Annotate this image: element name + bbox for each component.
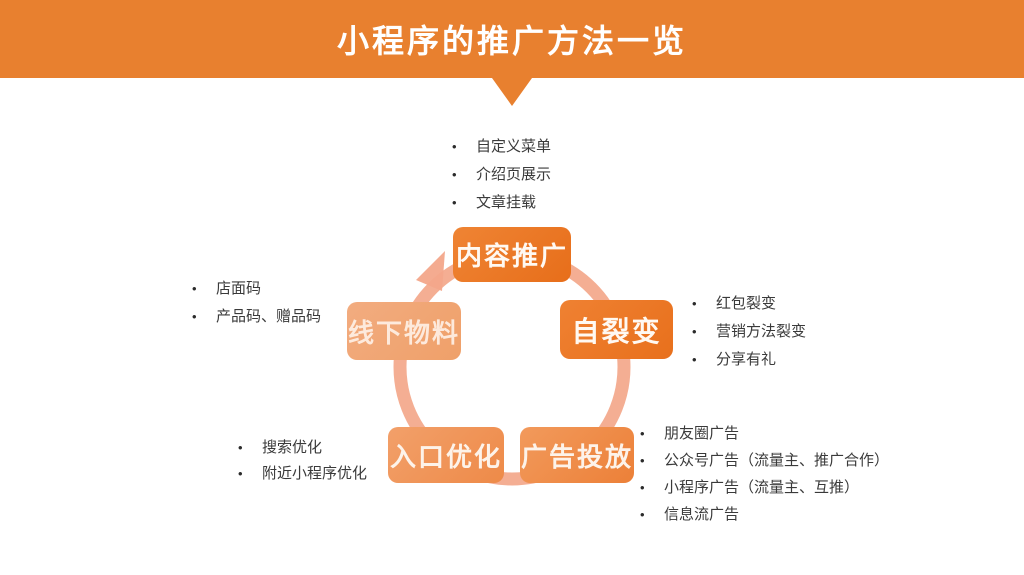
node-ad-placement: 广告投放 bbox=[520, 427, 634, 483]
bullet-dot-icon: • bbox=[192, 281, 197, 296]
node-entry-optimization: 入口优化 bbox=[388, 427, 504, 483]
list-item: • 小程序广告（流量主、互推） bbox=[640, 479, 860, 496]
bullet-dot-icon: • bbox=[452, 195, 457, 210]
list-content-promotion: • 自定义菜单 • 介绍页展示 • 文章挂载 bbox=[452, 135, 551, 219]
bullet-dot-icon: • bbox=[238, 440, 243, 455]
list-item: • 朋友圈广告 bbox=[640, 425, 740, 442]
list-item: • 产品码、赠品码 bbox=[192, 308, 322, 325]
node-label: 内容推广 bbox=[455, 241, 568, 271]
bullet-dot-icon: • bbox=[452, 167, 457, 182]
bullet-dot-icon: • bbox=[640, 507, 645, 522]
bullet-dot-icon: • bbox=[192, 309, 197, 324]
bullet-dot-icon: • bbox=[692, 324, 697, 339]
list-item: • 介绍页展示 bbox=[452, 166, 552, 183]
list-item: • 信息流广告 bbox=[640, 506, 740, 523]
node-label: 线下物料 bbox=[347, 317, 460, 348]
list-entry-optimization: • 搜索优化 • 附近小程序优化 bbox=[238, 436, 367, 488]
list-item: • 搜索优化 bbox=[238, 439, 323, 456]
node-label: 入口优化 bbox=[389, 441, 502, 472]
list-item: • 营销方法裂变 bbox=[692, 323, 807, 340]
bullet-dot-icon: • bbox=[452, 139, 457, 154]
list-ad-placement: • 朋友圈广告 • 公众号广告（流量主、推广合作） • 小程序广告（流量主、互推… bbox=[640, 422, 889, 530]
title-banner: 小程序的推广方法一览 bbox=[0, 0, 1024, 78]
page-title: 小程序的推广方法一览 bbox=[336, 23, 687, 59]
list-item: • 自定义菜单 bbox=[452, 138, 552, 155]
node-label: 自裂变 bbox=[571, 315, 662, 347]
bullet-dot-icon: • bbox=[640, 480, 645, 495]
node-label: 广告投放 bbox=[520, 441, 633, 472]
node-self-fission: 自裂变 bbox=[560, 300, 673, 359]
bullet-dot-icon: • bbox=[692, 352, 697, 367]
bullet-dot-icon: • bbox=[692, 296, 697, 311]
bullet-dot-icon: • bbox=[640, 426, 645, 441]
list-item: • 店面码 bbox=[192, 280, 262, 297]
list-item: • 附近小程序优化 bbox=[238, 465, 368, 482]
banner-pointer-triangle bbox=[492, 78, 532, 106]
node-content-promotion: 内容推广 bbox=[453, 227, 571, 282]
list-item: • 红包裂变 bbox=[692, 295, 777, 312]
bullet-dot-icon: • bbox=[238, 466, 243, 481]
list-self-fission: • 红包裂变 • 营销方法裂变 • 分享有礼 bbox=[692, 292, 806, 376]
node-offline-materials: 线下物料 bbox=[347, 302, 461, 360]
list-offline-materials: • 店面码 • 产品码、赠品码 bbox=[192, 277, 321, 333]
list-item: • 文章挂载 bbox=[452, 194, 537, 211]
bullet-dot-icon: • bbox=[640, 453, 645, 468]
list-item: • 公众号广告（流量主、推广合作） bbox=[640, 452, 890, 469]
list-item: • 分享有礼 bbox=[692, 351, 777, 368]
